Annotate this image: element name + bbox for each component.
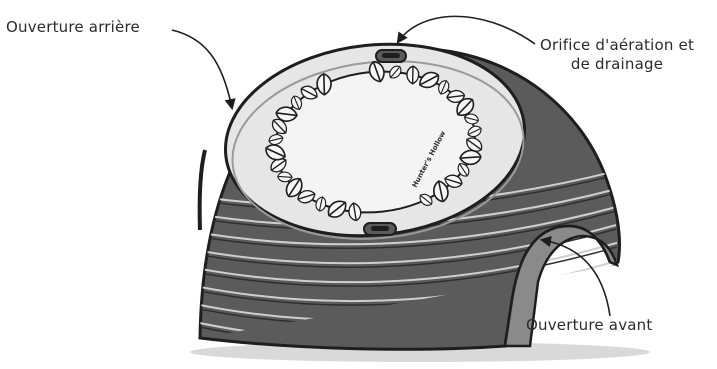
label-rear-opening: Ouverture arrière: [6, 18, 140, 36]
leaf: [456, 97, 475, 117]
vent-hole-top: [375, 49, 407, 63]
leaf: [265, 144, 286, 161]
leaf: [463, 113, 479, 125]
shell-rib: [200, 205, 618, 246]
label-front-opening: Ouverture avant: [526, 316, 653, 334]
leaf: [406, 65, 420, 85]
leaf: [368, 61, 385, 83]
rear-opening: [197, 149, 207, 231]
shell-rib-shadow: [200, 245, 618, 287]
leaf: [444, 174, 463, 189]
leaf-garland: [265, 61, 483, 222]
leaf: [457, 163, 470, 177]
leaf: [327, 200, 347, 218]
leaf: [300, 85, 318, 100]
front-opening: [503, 224, 620, 348]
leaf: [275, 106, 298, 122]
leaf: [459, 149, 482, 166]
leaf: [316, 72, 332, 96]
leaf: [433, 180, 449, 203]
leaf: [419, 193, 433, 206]
leader-arrow-vent: [396, 15, 536, 45]
shell-rib: [200, 241, 618, 284]
leader-arrow-rear: [171, 29, 236, 111]
leaf: [315, 196, 327, 212]
lid-rim-shadow: [231, 60, 525, 240]
label-vent-line-1: Orifice d'aération et: [540, 36, 695, 54]
leaf: [290, 95, 303, 111]
leaf: [419, 71, 440, 89]
leaf: [467, 125, 482, 137]
leaf: [268, 134, 284, 146]
leaf: [277, 171, 293, 183]
leaf: [297, 189, 316, 204]
label-vent-drain-hole: Orifice d'aération et de drainage: [540, 36, 694, 74]
vent-hole-bottom: [363, 222, 397, 236]
leaf: [438, 80, 450, 95]
shell-rib-shadow: [200, 209, 618, 250]
leaf: [466, 137, 483, 152]
leaf: [446, 89, 466, 103]
label-vent-line-2: de drainage: [570, 55, 664, 73]
leader-arrow-front: [539, 235, 611, 317]
leaf: [348, 202, 362, 222]
leaf: [389, 65, 402, 79]
leaf: [270, 158, 287, 173]
leaf: [285, 177, 303, 198]
